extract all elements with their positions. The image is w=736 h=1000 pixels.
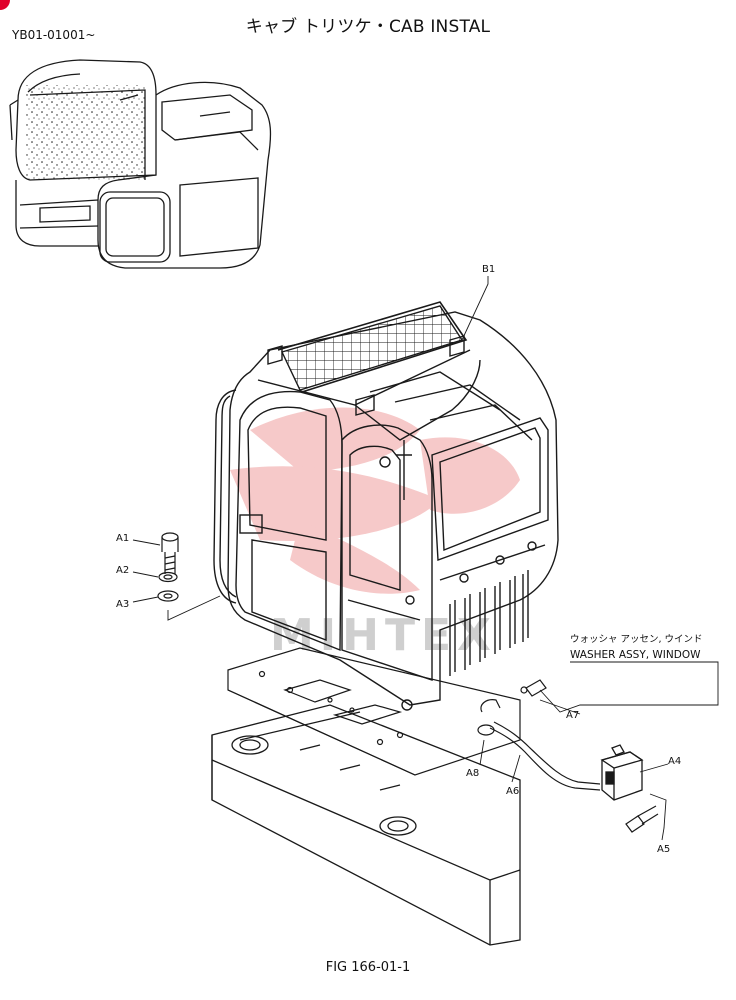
callout-b1: B1 <box>482 264 495 275</box>
washer-tank <box>600 744 644 801</box>
cab-assembly <box>213 311 559 711</box>
machine-overview-sketch <box>9 59 272 269</box>
washer-note-english: WASHER ASSY, WINDOW <box>570 649 701 661</box>
watermark-text: MIHTEX <box>270 610 497 661</box>
page-title: キャブ トリツケ・CAB INSTAL <box>245 17 491 37</box>
leader-lines <box>132 276 719 841</box>
callout-a4: A4 <box>668 756 681 767</box>
cab-base-frame <box>211 704 521 946</box>
washer-note-japanese: ウォッシャ アッセン, ウインド <box>570 634 703 645</box>
serial-range: YB01-01001~ <box>12 28 96 42</box>
callout-a1: A1 <box>116 533 129 544</box>
callout-a7: A7 <box>566 710 579 721</box>
figure-number: FIG 166-01-1 <box>325 960 411 975</box>
washer-hose <box>477 699 601 791</box>
washer-bolt <box>625 805 659 833</box>
callout-a3: A3 <box>116 599 129 610</box>
callout-a5: A5 <box>657 844 670 855</box>
cab-floor-plate <box>227 647 521 776</box>
watermark-logo <box>230 407 520 594</box>
callout-a8: A8 <box>466 768 479 779</box>
plain-washer <box>157 590 179 602</box>
washer-nozzle <box>520 679 547 697</box>
corner-marker <box>0 0 10 10</box>
roof-guard-grid <box>277 301 468 393</box>
mounting-bolt <box>161 532 179 574</box>
callout-a2: A2 <box>116 565 129 576</box>
spring-washer <box>158 571 178 583</box>
callout-a6: A6 <box>506 786 519 797</box>
